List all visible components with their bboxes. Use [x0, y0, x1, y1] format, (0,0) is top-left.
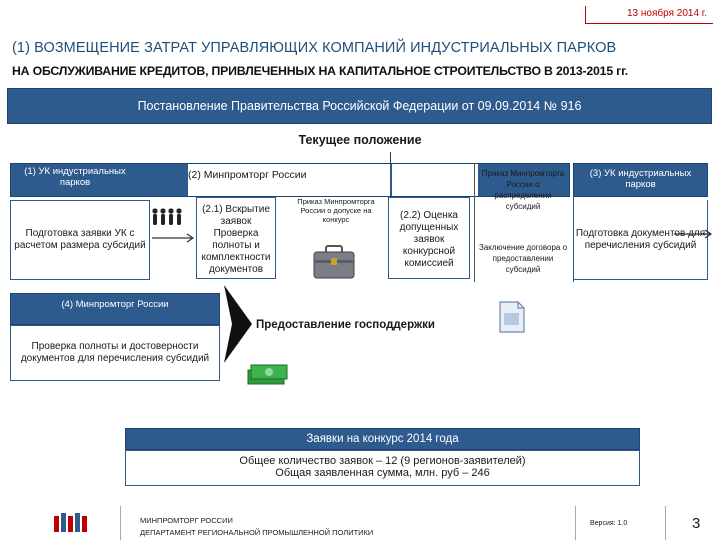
- mpt4-header: (4) Минпромторг России: [10, 293, 220, 325]
- document-icon: [499, 301, 525, 333]
- uk3-header: (3) УК индустриальных парков: [573, 163, 708, 197]
- separator-line: [474, 164, 475, 282]
- mpt4-body: Проверка полноты и достоверности докумен…: [10, 325, 220, 381]
- ministry-logo-icon: [54, 513, 87, 532]
- applications-body: Общее количество заявок – 12 (9 регионов…: [125, 450, 640, 486]
- slide-subtitle: НА ОБСЛУЖИВАНИЕ КРЕДИТОВ, ПРИВЛЕЧЕННЫХ Н…: [12, 64, 629, 78]
- admission-order-text: Приказ Минпромторга России о допуске на …: [297, 197, 375, 224]
- footer-divider: [120, 506, 121, 540]
- footer-divider: [575, 506, 576, 540]
- slide-title: (1) ВОЗМЕЩЕНИЕ ЗАТРАТ УПРАВЛЯЮЩИХ КОМПАН…: [12, 40, 617, 56]
- support-label: Предоставление господдержки: [256, 319, 435, 331]
- mpt2-header-cell: [188, 164, 390, 196]
- mpt2-header: (2) Минпромторг России: [188, 169, 307, 181]
- arrow-right-icon: [224, 285, 252, 363]
- footer-department: МИНПРОМТОРГ РОССИИ ДЕПАРТАМЕНТ РЕГИОНАЛЬ…: [140, 515, 373, 539]
- uk1-body: Подготовка заявки УК с расчетом размера …: [10, 200, 150, 280]
- connector-line: [390, 152, 391, 166]
- decree-banner: Постановление Правительства Российской Ф…: [7, 88, 712, 124]
- footer-version: Версия: 1.0: [590, 520, 628, 527]
- current-state-label: Текущее положение: [298, 133, 422, 147]
- uk1-body-text: Подготовка заявки УК с расчетом размера …: [14, 228, 146, 251]
- distribution-order-text: Приказ Минпромторга России о распределен…: [481, 169, 565, 211]
- process-band-gap: [392, 164, 478, 196]
- footer-org: МИНПРОМТОРГ РОССИИ: [140, 516, 233, 525]
- step-2-2-box: (2.2) Оценка допущенных заявок конкурсно…: [388, 197, 470, 279]
- people-icon: [152, 208, 182, 225]
- uk3-body: Подготовка документов для перечисления с…: [573, 200, 708, 280]
- briefcase-icon: [313, 245, 355, 279]
- arrow-right-icon: [674, 229, 713, 239]
- footer-divider: [665, 506, 666, 540]
- applications-sum: Общая заявленная сумма, млн. руб – 246: [275, 467, 490, 479]
- page-number: 3: [692, 515, 701, 532]
- uk1-header: (1) УК индустриальных парков: [24, 166, 126, 188]
- footer-dept-name: ДЕПАРТАМЕНТ РЕГИОНАЛЬНОЙ ПРОМЫШЛЕННОЙ ПО…: [140, 528, 374, 537]
- arrow-right-icon: [152, 233, 195, 243]
- contract-text: Заключение договора о предоставлении суб…: [478, 243, 568, 274]
- mpt4-body-text: Проверка полноты и достоверности докумен…: [20, 341, 210, 364]
- applications-header: Заявки на конкурс 2014 года: [125, 428, 640, 450]
- applications-count: Общее количество заявок – 12 (9 регионов…: [239, 455, 526, 467]
- step-2-1-text: (2.1) Вскрытие заявок Проверка полноты и…: [201, 204, 271, 275]
- money-icon: [247, 364, 288, 385]
- step-2-1-box: (2.1) Вскрытие заявок Проверка полноты и…: [196, 197, 276, 279]
- date-label: 13 ноября 2014 г.: [585, 6, 713, 24]
- uk3-body-text: Подготовка документов для перечисления с…: [575, 227, 706, 251]
- step-2-2-text: (2.2) Оценка допущенных заявок конкурсно…: [399, 210, 459, 269]
